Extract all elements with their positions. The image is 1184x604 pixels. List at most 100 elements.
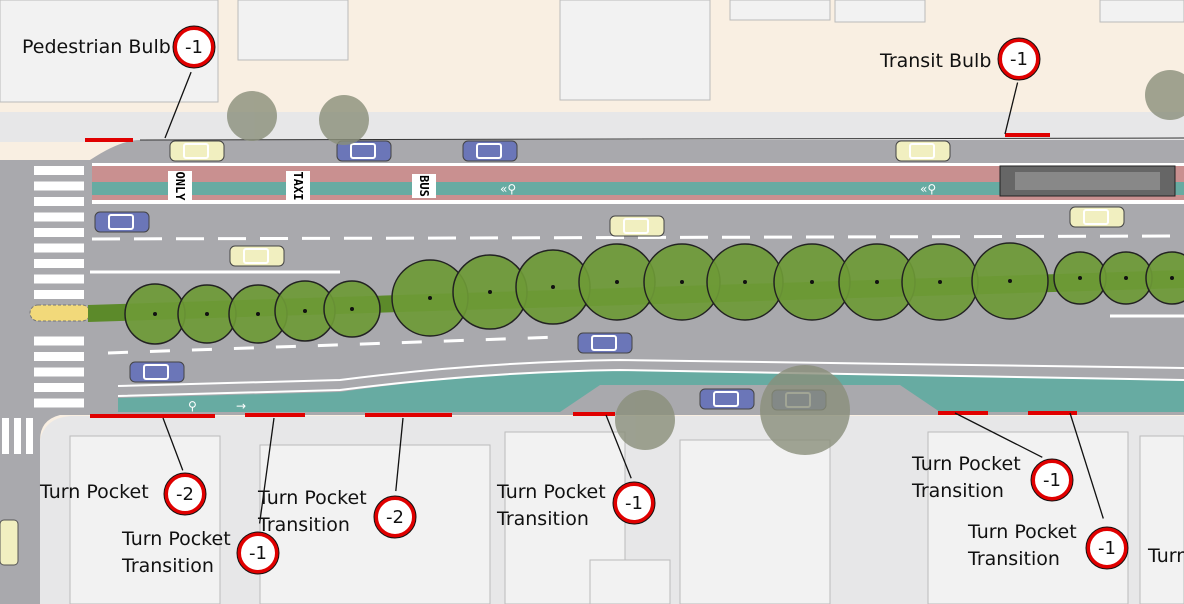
tree (1099, 251, 1153, 305)
callout: Pedestrian Bulb -1 (22, 25, 216, 142)
callout-label: Transition (967, 548, 1060, 570)
callout-label: Turn Pocket (257, 487, 367, 509)
tree (1053, 251, 1107, 305)
callout: Turn Pocket -2 (39, 414, 215, 516)
leader-line (395, 417, 404, 492)
parking-change-value: -1 (249, 543, 267, 564)
car (0, 519, 19, 566)
crosswalk-stripe (14, 418, 21, 454)
parking-change-value: -2 (386, 507, 404, 528)
leader-line (162, 417, 184, 471)
street-trees (227, 70, 1184, 455)
buildings-bottom (69, 431, 1184, 604)
crosswalk-stripe (34, 197, 84, 206)
callout-badge (164, 473, 206, 515)
parking-change-value: -1 (185, 37, 203, 58)
road-text-taxi: TAXI (291, 172, 305, 201)
tree (706, 243, 784, 321)
callout: Transit Bulb -1 (879, 37, 1050, 137)
leader-line (164, 71, 192, 139)
car (169, 140, 225, 162)
crosswalk-stripe (34, 212, 84, 222)
bus (999, 165, 1176, 197)
leader-line (1004, 82, 1019, 135)
callout-label: Turn Pocket (911, 453, 1021, 475)
tree (323, 280, 381, 338)
callout-label: Turn Pocket (39, 481, 149, 503)
car (895, 140, 951, 162)
crosswalk-stripe (34, 181, 84, 191)
road-markings: ONLY TAXI BUS «⚲ «⚲ ⚲ → (168, 171, 936, 413)
car (336, 140, 392, 162)
arrow-icon: → (236, 399, 246, 413)
cars (94, 140, 1125, 411)
tree (124, 283, 186, 345)
callout-label: Transition (911, 480, 1004, 502)
lane-markings (90, 234, 1184, 355)
callout-label: Transition (496, 508, 589, 530)
callout: Turn (1147, 545, 1184, 567)
median-nose (29, 304, 91, 322)
tree (1145, 251, 1184, 305)
parking-change-value: -2 (176, 484, 194, 505)
crosswalk-stripe (34, 274, 84, 284)
leader-line (605, 414, 632, 479)
crosswalk-stripe (26, 418, 33, 454)
parking-change-value: -1 (1098, 538, 1116, 559)
callout-badge (237, 532, 279, 574)
median-trees (124, 242, 1184, 345)
crosswalk-stripe (34, 367, 84, 377)
bike-symbol-icon: «⚲ (920, 182, 936, 196)
car (577, 332, 633, 354)
callout-label: Turn Pocket (496, 481, 606, 503)
tree (901, 243, 979, 321)
callout-label: Turn (1147, 545, 1184, 567)
road-text-bus: BUS (417, 175, 431, 197)
callout-badge (173, 26, 215, 68)
callout-badge (998, 38, 1040, 80)
crosswalk-stripe (2, 418, 9, 454)
crosswalk (2, 166, 84, 454)
crosswalk-stripe (34, 336, 84, 346)
tree (971, 242, 1049, 320)
car (462, 140, 518, 162)
crosswalk-stripe (34, 398, 84, 408)
car (699, 388, 755, 410)
callout-label: Transit Bulb (879, 50, 991, 72)
car (129, 361, 185, 383)
callout-badge (374, 496, 416, 538)
car (1069, 206, 1125, 228)
callout-label: Turn Pocket (121, 528, 231, 550)
leader-line (1069, 412, 1104, 519)
callout-badge (1031, 459, 1073, 501)
car (229, 245, 285, 267)
callout-label: Pedestrian Bulb (22, 36, 171, 58)
callout-badge (1086, 527, 1128, 569)
callout-badge (613, 482, 655, 524)
crosswalk-stripe (34, 290, 84, 299)
callout-label: Transition (121, 555, 214, 577)
leader-line (954, 412, 1043, 458)
crosswalk-stripe (34, 259, 84, 268)
road-text-only: ONLY (173, 172, 187, 202)
sidewalk-top (0, 112, 1184, 142)
parking-change-value: -1 (1010, 49, 1028, 70)
car (94, 211, 150, 233)
bike-symbol-icon: «⚲ (500, 182, 516, 196)
crosswalk-stripe (34, 383, 84, 392)
crosswalk-stripe (34, 352, 84, 361)
tree (177, 284, 237, 344)
car (609, 215, 665, 237)
leader-line (258, 417, 275, 524)
parking-change-value: -1 (625, 493, 643, 514)
crosswalk-stripe (34, 166, 84, 175)
callout-label: Turn Pocket (967, 521, 1077, 543)
crosswalk-stripe (34, 228, 84, 237)
